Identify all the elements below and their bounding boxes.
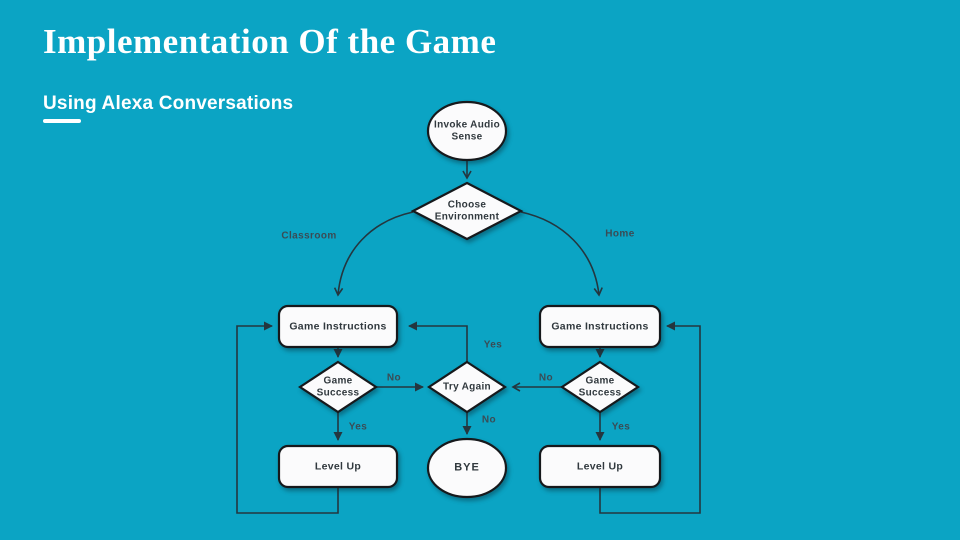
invoke-audio-sense-node [426,100,508,162]
game-success-left-label: Game Success [316,375,360,399]
choose-environment-label: Choose Environment [434,199,500,223]
edge-label-home: Home [605,228,635,240]
level-up-right-node [538,444,662,489]
game-success-right-label: Game Success [578,375,622,399]
game-success-right-node [559,360,641,414]
bye-label: BYE [454,461,480,474]
try-again-node [426,360,508,414]
edge-label-success-left-no: No [386,372,402,384]
flowchart-edges [236,160,701,514]
edge-level-up-left-loop-to-instructions-left [236,321,339,514]
edge-choose-to-instructions-right [520,211,603,297]
slide-title: Implementation Of the Game [43,22,497,61]
edge-choose-to-instructions-left [333,211,414,297]
edge-label-success-right-no: No [538,372,554,384]
edge-label-try-again-no: No [481,414,497,426]
edge-try-again-yes-to-instructions-left [408,321,468,362]
level-up-left-label: Level Up [314,460,362,473]
choose-environment-node [410,181,524,241]
level-up-right-label: Level Up [576,460,624,473]
bye-node [426,437,508,499]
slide-subtitle: Using Alexa Conversations [43,93,294,114]
subtitle-underline [43,119,81,123]
level-up-left-node [277,444,399,489]
edge-label-success-left-yes: Yes [348,421,368,433]
edge-level-up-right-loop-to-instructions-right [599,321,701,514]
game-instructions-right-label: Game Instructions [551,320,649,333]
game-instructions-left-node [277,304,399,349]
edge-label-try-again-yes: Yes [483,339,503,351]
edge-label-success-right-yes: Yes [611,421,631,433]
flowchart-nodes [277,100,662,499]
game-instructions-left-label: Game Instructions [289,320,387,333]
try-again-label: Try Again [443,381,491,393]
edge-label-classroom: Classroom [281,230,337,242]
game-success-left-node [297,360,379,414]
game-instructions-right-node [538,304,662,349]
invoke-audio-sense-label: Invoke Audio Sense [433,119,500,143]
